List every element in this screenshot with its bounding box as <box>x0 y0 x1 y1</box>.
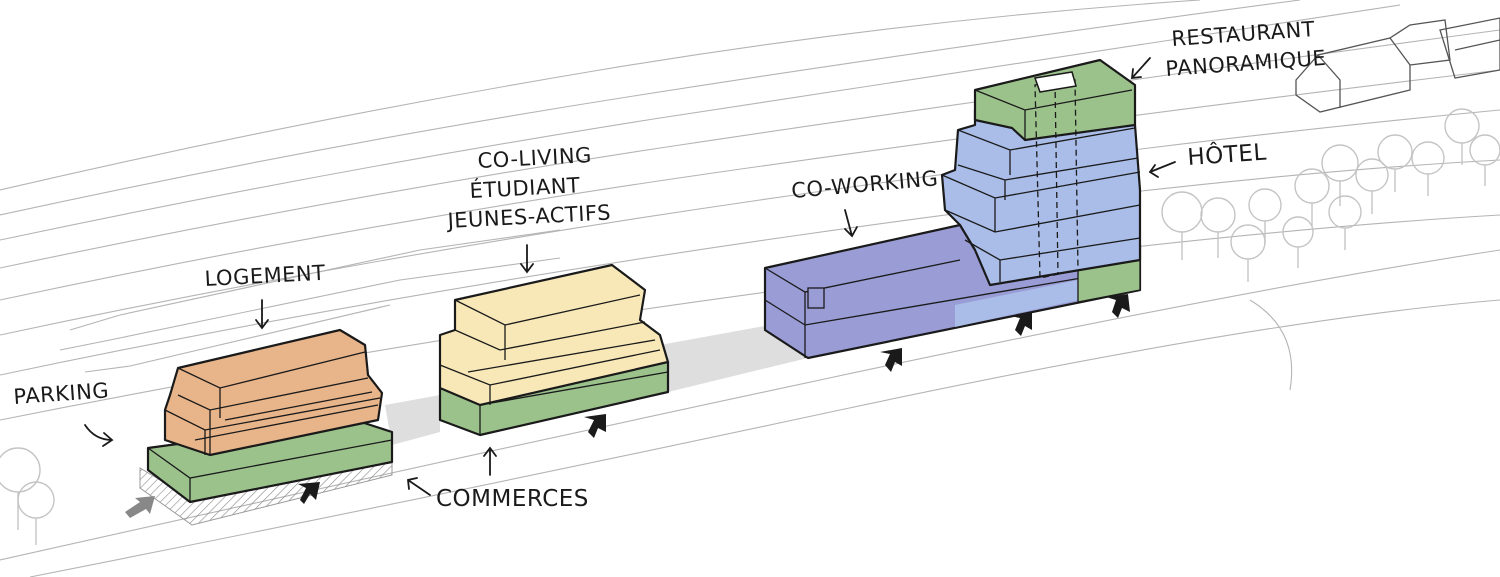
restaurant-volume <box>973 58 1137 142</box>
arrow-icon <box>298 482 320 504</box>
label-commerces: COMMERCES <box>436 486 589 512</box>
plaza <box>385 325 808 445</box>
building-coliving <box>438 263 670 437</box>
access-arrows <box>125 294 1130 518</box>
label-pointers <box>84 57 1176 496</box>
arrow-icon <box>880 348 902 372</box>
parking-arrow-icon <box>125 496 155 518</box>
elevator-core <box>1034 79 1079 279</box>
label-coliving-line3: JEUNES-ACTIFS <box>445 200 612 233</box>
arrow-icon <box>584 414 606 438</box>
building-logement <box>139 328 394 526</box>
trees <box>0 108 1500 545</box>
label-logement: LOGEMENT <box>204 261 326 291</box>
label-parking: PARKING <box>13 378 110 409</box>
label-restaurant-line2: PANORAMIQUE <box>1165 46 1327 81</box>
arrow-icon <box>1106 294 1130 318</box>
background-houses <box>1295 17 1500 113</box>
building-coworking-hotel <box>763 58 1142 360</box>
label-coliving-line2: ÉTUDIANT <box>469 172 581 203</box>
arrow-icon <box>1010 312 1032 336</box>
label-coliving-line1: CO-LIVING <box>477 143 592 173</box>
label-restaurant-line1: RESTAURANT <box>1171 17 1316 51</box>
label-coworking: CO-WORKING <box>790 166 939 203</box>
hotel-base-segment <box>955 280 1078 327</box>
roof-box <box>1033 71 1077 93</box>
coliving-volume <box>438 263 670 407</box>
